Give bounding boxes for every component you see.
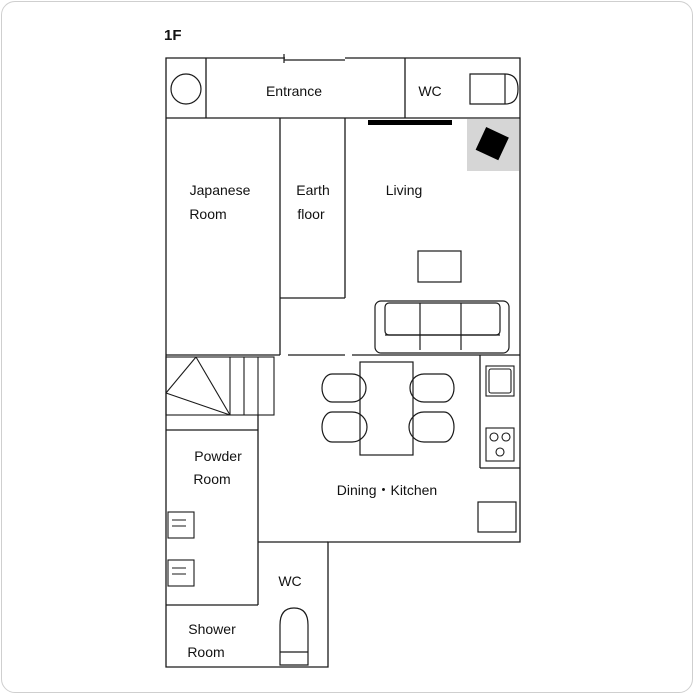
room-label-dining-kitchen: Dining・Kitchen — [337, 482, 437, 498]
toilet-bottom-icon — [279, 607, 309, 666]
chair-right-top — [409, 373, 455, 403]
room-label-entrance: Entrance — [266, 83, 322, 99]
stove-icon — [475, 127, 509, 161]
room-label-wc-top: WC — [418, 83, 441, 99]
chair-left-top — [321, 373, 367, 403]
chair-left-bottom — [321, 411, 368, 443]
room-label-powder-2: Room — [193, 471, 230, 487]
stairs-icon — [165, 356, 275, 416]
room-label-wc-bottom: WC — [278, 573, 301, 589]
room-label-japanese-2: Room — [189, 206, 226, 222]
entrance-door — [222, 54, 345, 63]
living-table — [417, 250, 462, 283]
room-label-powder-1: Powder — [194, 448, 242, 464]
sink-icon — [485, 365, 515, 397]
water-heater-icon — [170, 73, 202, 105]
room-label-earth-1: Earth — [296, 182, 329, 198]
room-label-living: Living — [386, 182, 423, 198]
sink-lower-icon — [167, 559, 195, 587]
dining-table — [359, 361, 414, 456]
dining-set — [321, 361, 455, 456]
powder-sinks — [167, 511, 195, 587]
kitchen-fixtures — [485, 365, 515, 462]
sofa-icon — [374, 300, 510, 354]
room-label-shower-1: Shower — [188, 621, 236, 637]
chair-right-bottom — [408, 411, 455, 443]
floor-label: 1F — [164, 27, 182, 44]
toilet-top-icon — [469, 73, 519, 105]
room-label-earth-2: floor — [297, 206, 325, 222]
room-label-japanese-1: Japanese — [190, 182, 251, 198]
walls — [165, 57, 521, 668]
cooktop-icon — [485, 427, 515, 462]
tv-board — [368, 120, 452, 125]
room-label-shower-2: Room — [187, 644, 224, 660]
sink-upper-icon — [167, 511, 195, 539]
fridge-icon — [477, 501, 517, 533]
outer-wall — [165, 57, 521, 668]
